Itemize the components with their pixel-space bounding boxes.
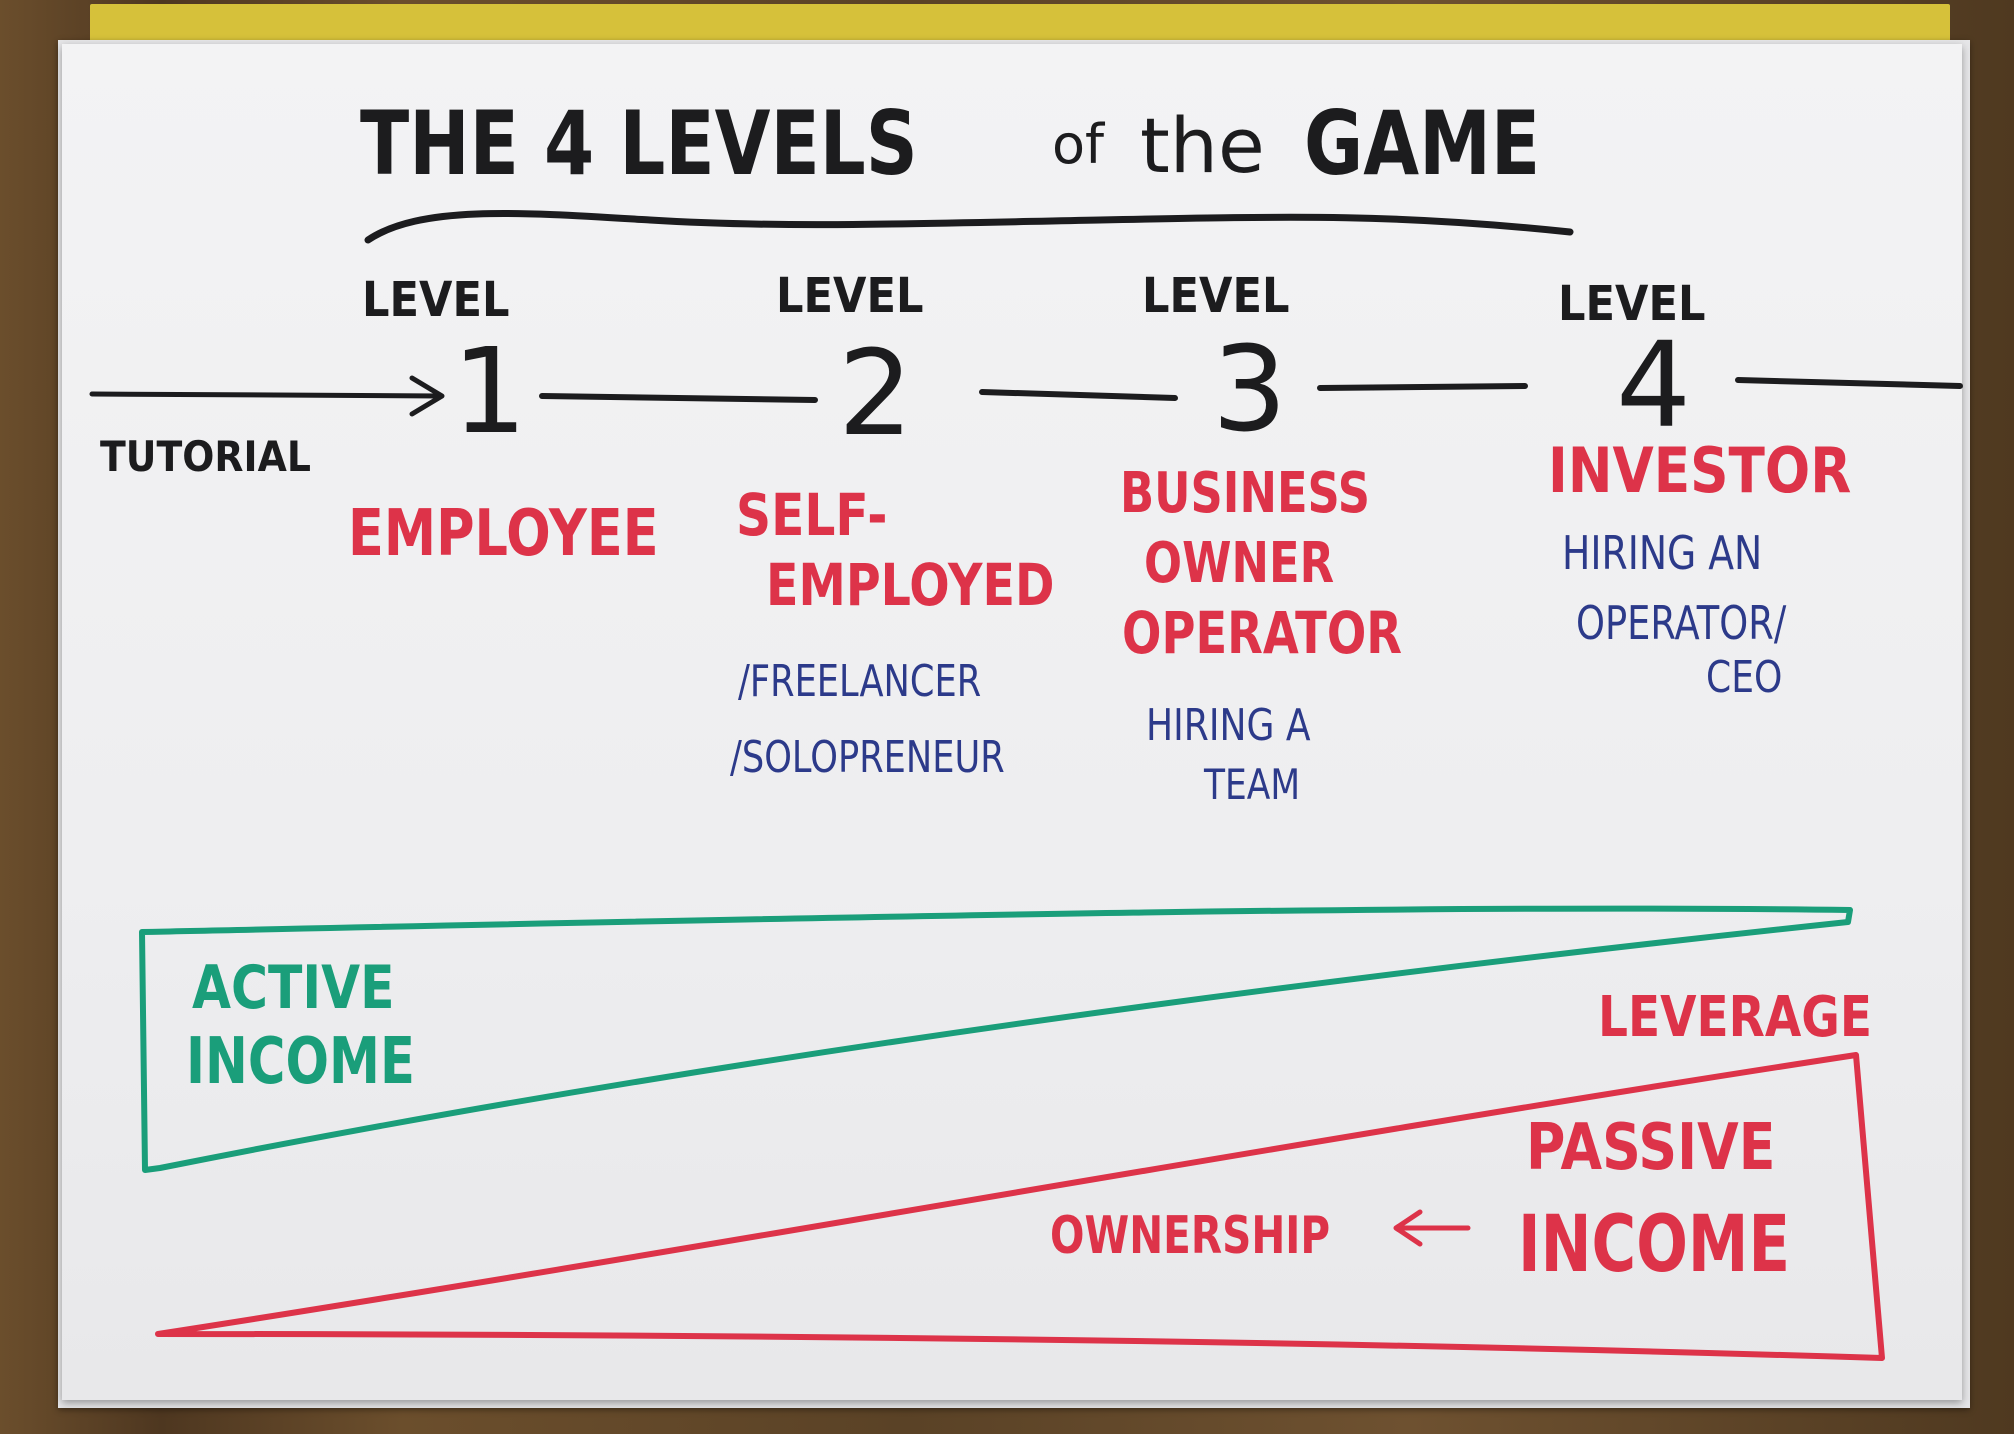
title-underline — [364, 210, 1574, 244]
connector-2-3 — [979, 389, 1178, 401]
ownership-arrow-head — [1393, 1209, 1423, 1247]
level-role-line: BUSINESS — [1120, 461, 1371, 526]
level-note: CEO — [1706, 652, 1783, 703]
passive-income-line: PASSIVE — [1526, 1111, 1776, 1185]
level-note: HIRING A — [1146, 700, 1311, 751]
level-number: 3 — [1212, 320, 1288, 458]
level-note: TEAM — [1204, 760, 1301, 809]
level-role-line: OPERATOR — [1122, 599, 1403, 667]
title-game: GAME — [1304, 92, 1541, 195]
tutorial-label: TUTORIAL — [100, 432, 311, 481]
title-of: of — [1052, 113, 1105, 176]
level-number: 2 — [838, 324, 914, 462]
level-role-line: OWNER — [1144, 531, 1335, 596]
active-income-line: ACTIVE — [192, 953, 395, 1023]
level-role-line: EMPLOYEE — [348, 497, 659, 571]
level-heading: LEVEL — [776, 268, 924, 324]
level-number: 1 — [452, 322, 528, 460]
leverage-label: LEVERAGE — [1598, 985, 1873, 1050]
level-heading: LEVEL — [1558, 276, 1706, 332]
connector-3-4 — [1317, 383, 1528, 391]
level-number: 4 — [1616, 316, 1692, 454]
connector-4-end — [1735, 377, 1963, 389]
connector-1-2 — [539, 393, 818, 403]
level-note: /FREELANCER — [738, 656, 982, 707]
level-heading: LEVEL — [1142, 268, 1290, 324]
level-role-line: SELF- — [736, 481, 888, 549]
title-the: the — [1140, 101, 1265, 190]
level-note: HIRING AN — [1562, 526, 1763, 580]
level-role-line: INVESTOR — [1548, 434, 1852, 507]
title-main: THE 4 LEVELS — [360, 92, 918, 195]
level-note: /SOLOPRENEUR — [730, 732, 1005, 783]
active-income-wedge — [139, 905, 1853, 1173]
active-income-line: INCOME — [186, 1025, 415, 1099]
paper-sheet — [62, 44, 1962, 1400]
timeline-arrow-head — [409, 375, 445, 417]
timeline-arrow-line — [89, 391, 443, 399]
level-heading: LEVEL — [362, 272, 510, 328]
ownership-label: OWNERSHIP — [1050, 1206, 1331, 1266]
passive-income-wedge — [155, 1052, 1885, 1361]
passive-income-line: INCOME — [1518, 1200, 1791, 1290]
level-role-line: EMPLOYED — [766, 551, 1055, 619]
level-note: OPERATOR/ — [1576, 596, 1787, 650]
